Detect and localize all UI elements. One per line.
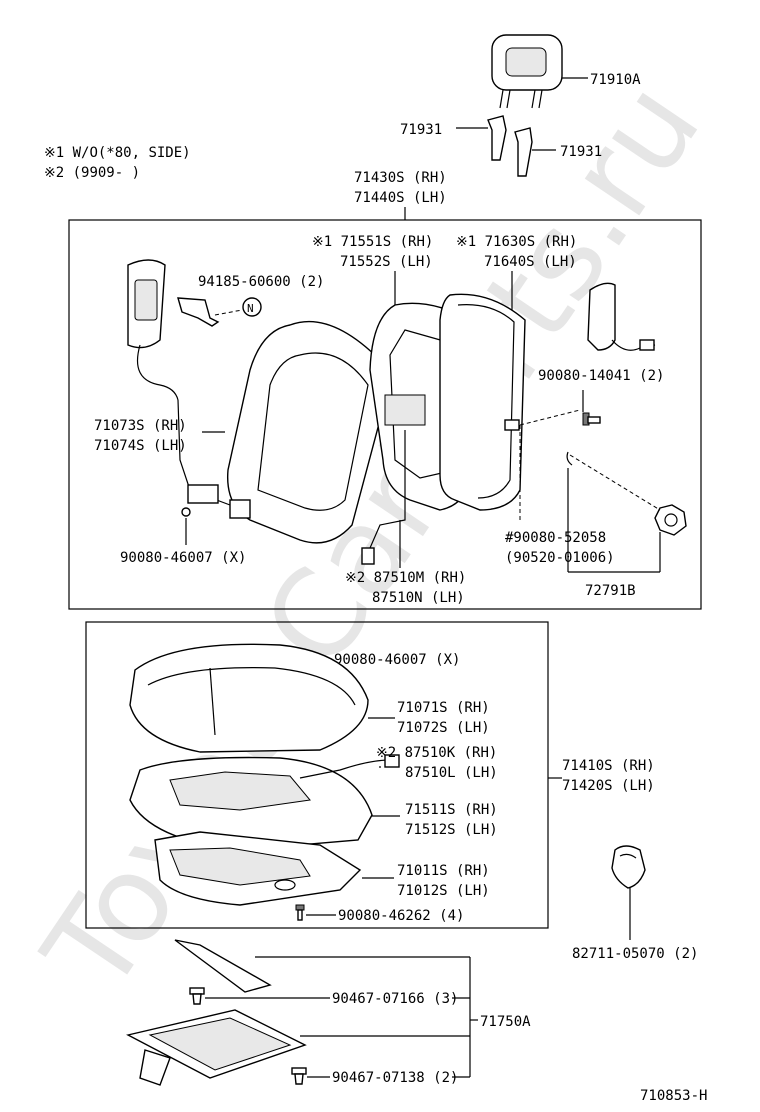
note-2: ※2 (9909- ) [44,165,140,181]
label-90080-14041: 90080-14041 (2) [538,368,664,384]
label-71750A: 71750A [480,1014,531,1030]
recliner-knob [654,504,687,536]
side-airbag-module [127,259,179,401]
label-71551S: ※1 71551S (RH) [312,234,433,250]
label-71931-a: 71931 [400,122,442,138]
label-90080-52058: #90080-52058 [505,530,606,546]
label-71552S: 71552S (LH) [340,254,433,270]
headrest-guide [504,419,520,431]
label-71910A: 71910A [590,72,641,88]
dash-knob [569,454,661,511]
seat-cushion-frame [154,831,362,906]
label-71430S: 71430S (RH) [354,170,447,186]
label-94185-60600: 94185-60600 (2) [198,274,324,290]
label-71410S: 71410S (RH) [562,758,655,774]
headrest [491,34,563,109]
nut-n-symbol [242,297,262,317]
label-71420S: 71420S (LH) [562,778,655,794]
label-82711-05070: 82711-05070 (2) [572,946,698,962]
label-72791B: 72791B [585,583,636,599]
airbag-wiring [177,399,251,519]
retaining-clip [566,451,573,466]
label-90467-07166: 90467-07166 (3) [332,991,458,1007]
headrest-support-left [487,115,507,161]
label-N: N [247,302,254,315]
label-71931-b: 71931 [560,144,602,160]
label-87510L: 87510L (LH) [405,765,498,781]
label-71512S: 71512S (LH) [405,822,498,838]
label-87510N: 87510N (LH) [372,590,465,606]
side-cover [587,282,656,351]
seatback-cushion [226,320,387,544]
seat-cushion-pad [129,754,400,851]
dash-bracket-nut [214,309,243,316]
label-71071S: 71071S (RH) [397,700,490,716]
seatback-group-box [68,219,702,610]
label-71640S: 71640S (LH) [484,254,577,270]
clip-82711-05070 [611,845,646,889]
push-clip-90467-07166 [189,987,205,1005]
label-90080-46007-a: 90080-46007 (X) [120,550,246,566]
push-clip-90467-07138 [291,1067,307,1085]
seat-cushion-cover [129,643,369,753]
label-90080-46262: 90080-46262 (4) [338,908,464,924]
label-71073S: 71073S (RH) [94,418,187,434]
note-1: ※1 W/O(*80, SIDE) [44,145,191,161]
airbag-bracket [177,297,220,327]
headrest-support-right [514,127,533,177]
seatback-back-board [439,293,526,511]
label-71630S: ※1 71630S (RH) [456,234,577,250]
seat-cushion-group-box [85,621,549,929]
label-71074S: 71074S (LH) [94,438,187,454]
heater-connector-back [361,547,375,565]
bolt-90080-14041 [582,412,601,426]
label-90467-07138: 90467-07138 (2) [332,1070,458,1086]
seat-under-tray-large [126,1009,307,1086]
label-71440S: 71440S (LH) [354,190,447,206]
diagram-id: 710853-H [640,1088,707,1104]
label-71012S: 71012S (LH) [397,883,490,899]
label-90080-46007-b: 90080-46007 (X) [334,652,460,668]
label-71511S: 71511S (RH) [405,802,498,818]
seat-under-tray-small [174,939,272,993]
label-90520-01006: (90520-01006) [505,550,615,566]
dash-bolt [519,409,581,426]
screw-90080-46262 [295,904,305,921]
label-71011S: 71011S (RH) [397,863,490,879]
label-71072S: 71072S (LH) [397,720,490,736]
label-87510K: ※2 87510K (RH) [376,745,497,761]
label-87510M: ※2 87510M (RH) [345,570,466,586]
